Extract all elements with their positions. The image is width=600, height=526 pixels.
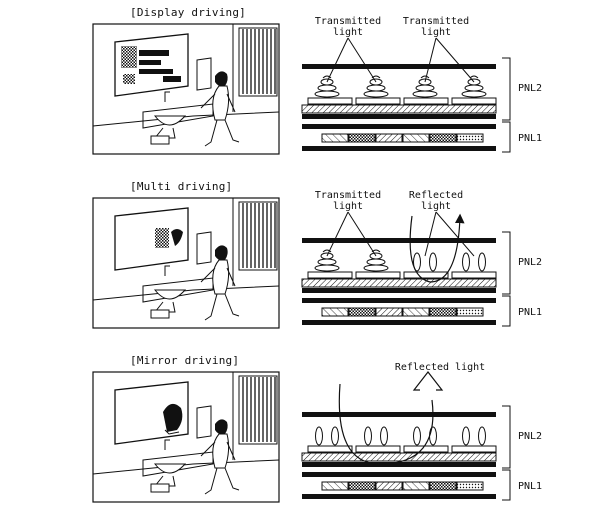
mode-title-display: [Display driving] xyxy=(130,6,246,19)
floor-line xyxy=(92,111,280,127)
pnl1-bottom-substrate xyxy=(302,146,496,151)
counter xyxy=(142,103,214,129)
pnl1-label: PNL1 xyxy=(518,481,542,492)
pnl2-electrode-row xyxy=(307,271,497,279)
pnl2-polarizer xyxy=(301,278,497,288)
pnl2-top-substrate xyxy=(302,412,496,417)
pnl2-label: PNL2 xyxy=(518,431,542,442)
lc-ellipse-pair xyxy=(413,426,437,446)
stool xyxy=(150,309,170,319)
person-figure xyxy=(200,419,240,495)
floor-line xyxy=(92,459,280,475)
pnl2-polarizer xyxy=(301,452,497,462)
pnl2-bottom-substrate xyxy=(302,288,496,293)
pnl1-bottom-substrate xyxy=(302,320,496,325)
lc-stack-icon xyxy=(314,249,340,272)
faucet xyxy=(164,91,170,102)
lc-ellipse-pair xyxy=(413,252,437,272)
lc-stack-icon xyxy=(314,75,340,98)
towel xyxy=(196,405,212,439)
pnl2-bottom-substrate xyxy=(302,114,496,119)
displayed-image xyxy=(121,46,181,84)
pnl1-top-substrate xyxy=(302,472,496,477)
light-label-0: light xyxy=(333,27,363,38)
mirror-display-panel xyxy=(114,207,189,271)
stool xyxy=(150,483,170,493)
pnl2-label: PNL2 xyxy=(518,83,542,94)
lc-stack-icon xyxy=(412,75,438,98)
panel-brackets xyxy=(502,231,511,327)
floor-line xyxy=(92,285,280,301)
light-label-1: Reflected xyxy=(409,190,463,201)
pnl1-top-substrate xyxy=(302,124,496,129)
faucet xyxy=(164,265,170,276)
lc-ellipse-pair xyxy=(364,426,388,446)
light-label-1: light xyxy=(421,201,451,212)
pnl2-polarizer xyxy=(301,104,497,114)
panel-brackets xyxy=(502,405,511,501)
pnl1-bottom-substrate xyxy=(302,494,496,499)
pnl2-bottom-substrate xyxy=(302,462,496,467)
towel xyxy=(196,231,212,265)
light-label-0: Transmitted xyxy=(315,16,381,27)
lc-stack-icon xyxy=(363,249,389,272)
light-label-0: Transmitted xyxy=(315,190,381,201)
faucet xyxy=(164,439,170,450)
pnl1-color-filter xyxy=(321,481,484,491)
reflection-arrowhead xyxy=(412,371,444,391)
light-label-0: light xyxy=(333,201,363,212)
window-blinds xyxy=(238,201,278,271)
pnl1-label: PNL1 xyxy=(518,133,542,144)
counter xyxy=(142,451,214,477)
stool xyxy=(150,135,170,145)
light-label-1: light xyxy=(421,27,451,38)
reflection-arrow xyxy=(409,213,465,283)
lc-ellipse-pair xyxy=(462,252,486,272)
partial-image xyxy=(155,228,183,248)
person-figure xyxy=(200,71,240,147)
pnl2-label: PNL2 xyxy=(518,257,542,268)
window-blinds xyxy=(238,375,278,445)
sink-bowl xyxy=(153,463,187,474)
pnl2-top-substrate xyxy=(302,64,496,69)
lc-ellipse-pair xyxy=(315,426,339,446)
person-figure xyxy=(200,245,240,321)
panel-brackets xyxy=(502,57,511,153)
light-label-1: Transmitted xyxy=(403,16,469,27)
pnl2-top-substrate xyxy=(302,238,496,243)
mode-title-multi: [Multi driving] xyxy=(130,180,233,193)
lc-ellipse-pair xyxy=(462,426,486,446)
pnl1-color-filter xyxy=(321,307,484,317)
mode-title-mirror: [Mirror driving] xyxy=(130,354,240,367)
reflection-arrow xyxy=(338,383,434,465)
lc-stack-icon xyxy=(461,75,487,98)
light-labels: Reflected light xyxy=(395,362,485,373)
pnl1-label: PNL1 xyxy=(518,307,542,318)
pnl1-top-substrate xyxy=(302,298,496,303)
pnl2-electrode-row xyxy=(307,445,497,453)
reflection xyxy=(163,403,183,435)
window-blinds xyxy=(238,27,278,97)
pnl1-color-filter xyxy=(321,133,484,143)
towel xyxy=(196,57,212,91)
sink-bowl xyxy=(153,115,187,126)
light-label-0: Reflected light xyxy=(395,362,485,373)
counter xyxy=(142,277,214,303)
lc-stack-icon xyxy=(363,75,389,98)
sink-bowl xyxy=(153,289,187,300)
pnl2-electrode-row xyxy=(307,97,497,105)
